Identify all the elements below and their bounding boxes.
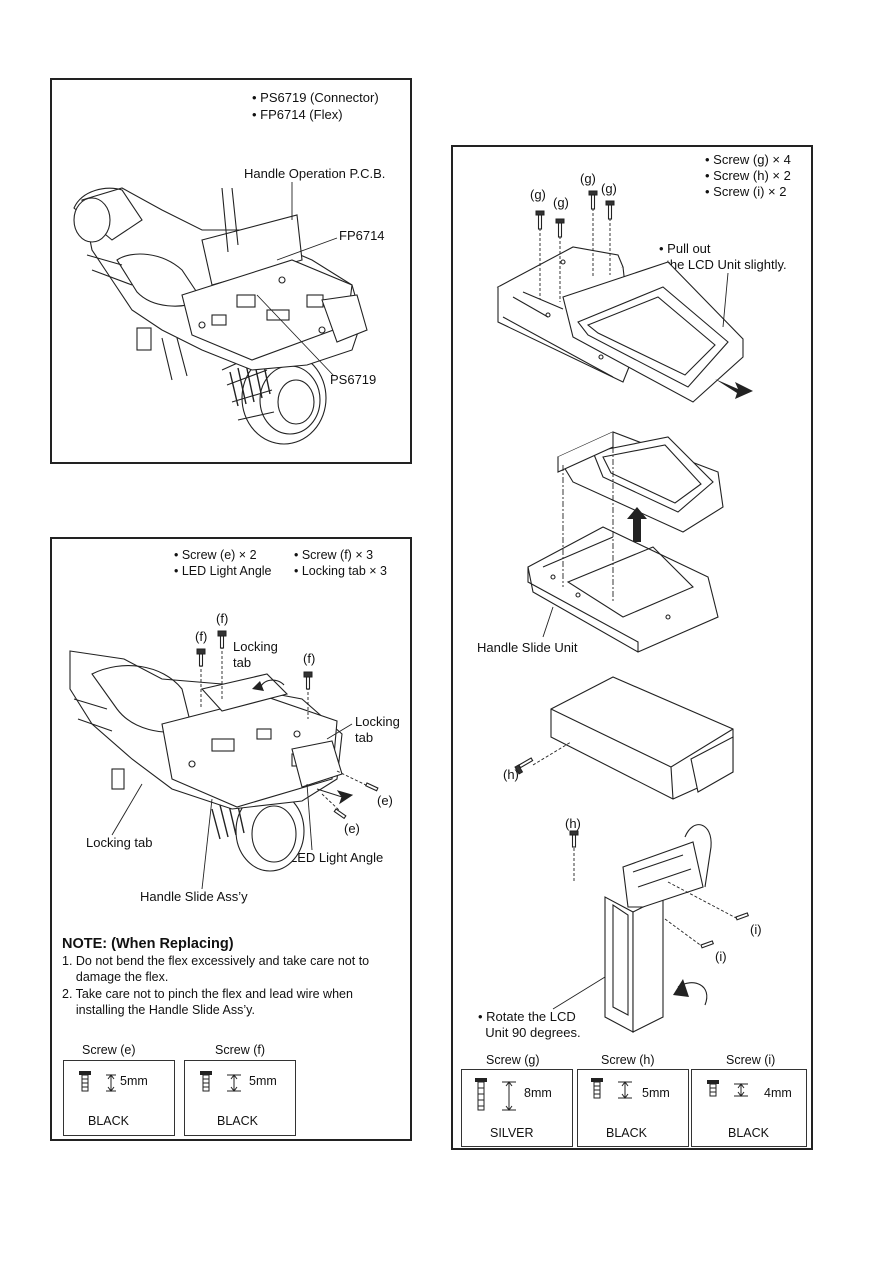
spec-box-i: 4mm BLACK bbox=[691, 1069, 807, 1147]
label-screw-i-1: (i) bbox=[750, 922, 762, 937]
lcd-unit-illustration bbox=[496, 190, 753, 1033]
note-led-light-angle: • LED Light Angle bbox=[174, 564, 272, 578]
note-title: NOTE: (When Replacing) bbox=[62, 936, 234, 952]
screw-f-icon bbox=[200, 1071, 241, 1092]
screw-e-icon bbox=[79, 1071, 116, 1092]
label-screw-h-1: (h) bbox=[503, 767, 519, 782]
label-screw-f-3: (f) bbox=[303, 651, 316, 666]
note-screw-f: • Screw (f) × 3 bbox=[294, 548, 374, 562]
spec-length-i: 4mm bbox=[764, 1086, 792, 1100]
panel-handle-slide-removal: • Screw (e) × 2 • LED Light Angle • Scre… bbox=[50, 537, 412, 1141]
spec-box-e: 5mm BLACK bbox=[63, 1060, 175, 1136]
label-screw-h-2: (h) bbox=[565, 816, 581, 831]
label-screw-g-2: (g) bbox=[553, 195, 569, 210]
label-screw-f-1: (f) bbox=[216, 611, 229, 626]
label-screw-g-1: (g) bbox=[530, 187, 546, 202]
note-fp6714: • FP6714 (Flex) bbox=[252, 107, 343, 122]
label-led-light-angle: LED Light Angle bbox=[290, 850, 384, 865]
label-pull-out: • Pull out the LCD Unit slightly. bbox=[659, 241, 787, 272]
spec-title-i: Screw (i) bbox=[726, 1053, 776, 1067]
label-screw-e-2: (e) bbox=[344, 821, 360, 836]
label-screw-g-3: (g) bbox=[580, 171, 596, 186]
handle-slide-illustration bbox=[69, 630, 379, 890]
spec-box-g: 8mm SILVER bbox=[461, 1069, 573, 1147]
label-screw-e-1: (e) bbox=[377, 793, 393, 808]
label-handle-slide-assy: Handle Slide Ass’y bbox=[140, 889, 248, 904]
panel-lcd-unit-removal: • Screw (g) × 4 • Screw (h) × 2 • Screw … bbox=[451, 145, 813, 1150]
note-screw-i: • Screw (i) × 2 bbox=[705, 184, 787, 199]
note-line-2: damage the flex. bbox=[62, 970, 169, 984]
spec-length-h: 5mm bbox=[642, 1086, 670, 1100]
label-locking-tab-left: Locking tab bbox=[86, 835, 153, 850]
screw-g-icon bbox=[475, 1078, 516, 1111]
spec-length-g: 8mm bbox=[524, 1086, 552, 1100]
screw-h-icon bbox=[591, 1078, 632, 1099]
label-handle-operation-pcb: Handle Operation P.C.B. bbox=[244, 166, 386, 181]
note-line-3: 2. Take care not to pinch the flex and l… bbox=[62, 987, 353, 1001]
label-screw-i-2: (i) bbox=[715, 949, 727, 964]
note-locking-tab: • Locking tab × 3 bbox=[294, 564, 387, 578]
label-ps6719: PS6719 bbox=[330, 372, 377, 387]
spec-color-h: BLACK bbox=[606, 1126, 647, 1140]
spec-box-h: 5mm BLACK bbox=[577, 1069, 689, 1147]
spec-title-g: Screw (g) bbox=[486, 1053, 540, 1067]
screw-i-icon bbox=[707, 1080, 748, 1097]
label-locking-tab-right: Locking tab bbox=[355, 714, 400, 745]
label-rotate-lcd: • Rotate the LCD Unit 90 degrees. bbox=[478, 1009, 581, 1040]
spec-color-e: BLACK bbox=[88, 1114, 129, 1128]
spec-title-f: Screw (f) bbox=[215, 1043, 265, 1057]
spec-length-e: 5mm bbox=[120, 1074, 148, 1088]
note-line-1: 1. Do not bend the flex excessively and … bbox=[62, 954, 370, 968]
label-handle-slide-unit: Handle Slide Unit bbox=[477, 640, 578, 655]
note-screw-g: • Screw (g) × 4 bbox=[705, 152, 791, 167]
camera-handle-illustration bbox=[73, 182, 368, 445]
panel-pcb-removal: • PS6719 (Connector) • FP6714 (Flex) Han… bbox=[50, 78, 412, 464]
spec-length-f: 5mm bbox=[249, 1074, 277, 1088]
spec-color-f: BLACK bbox=[217, 1114, 258, 1128]
spec-title-h: Screw (h) bbox=[601, 1053, 655, 1067]
label-screw-g-4: (g) bbox=[601, 181, 617, 196]
label-locking-tab-top: Locking tab bbox=[233, 639, 278, 670]
spec-color-i: BLACK bbox=[728, 1126, 769, 1140]
spec-box-f: 5mm BLACK bbox=[184, 1060, 296, 1136]
spec-color-g: SILVER bbox=[490, 1126, 534, 1140]
note-screw-e: • Screw (e) × 2 bbox=[174, 548, 257, 562]
note-line-4: installing the Handle Slide Ass’y. bbox=[62, 1003, 255, 1017]
label-fp6714: FP6714 bbox=[339, 228, 385, 243]
spec-title-e: Screw (e) bbox=[82, 1043, 136, 1057]
label-screw-f-2: (f) bbox=[195, 629, 208, 644]
note-ps6719: • PS6719 (Connector) bbox=[252, 90, 379, 105]
note-screw-h: • Screw (h) × 2 bbox=[705, 168, 791, 183]
